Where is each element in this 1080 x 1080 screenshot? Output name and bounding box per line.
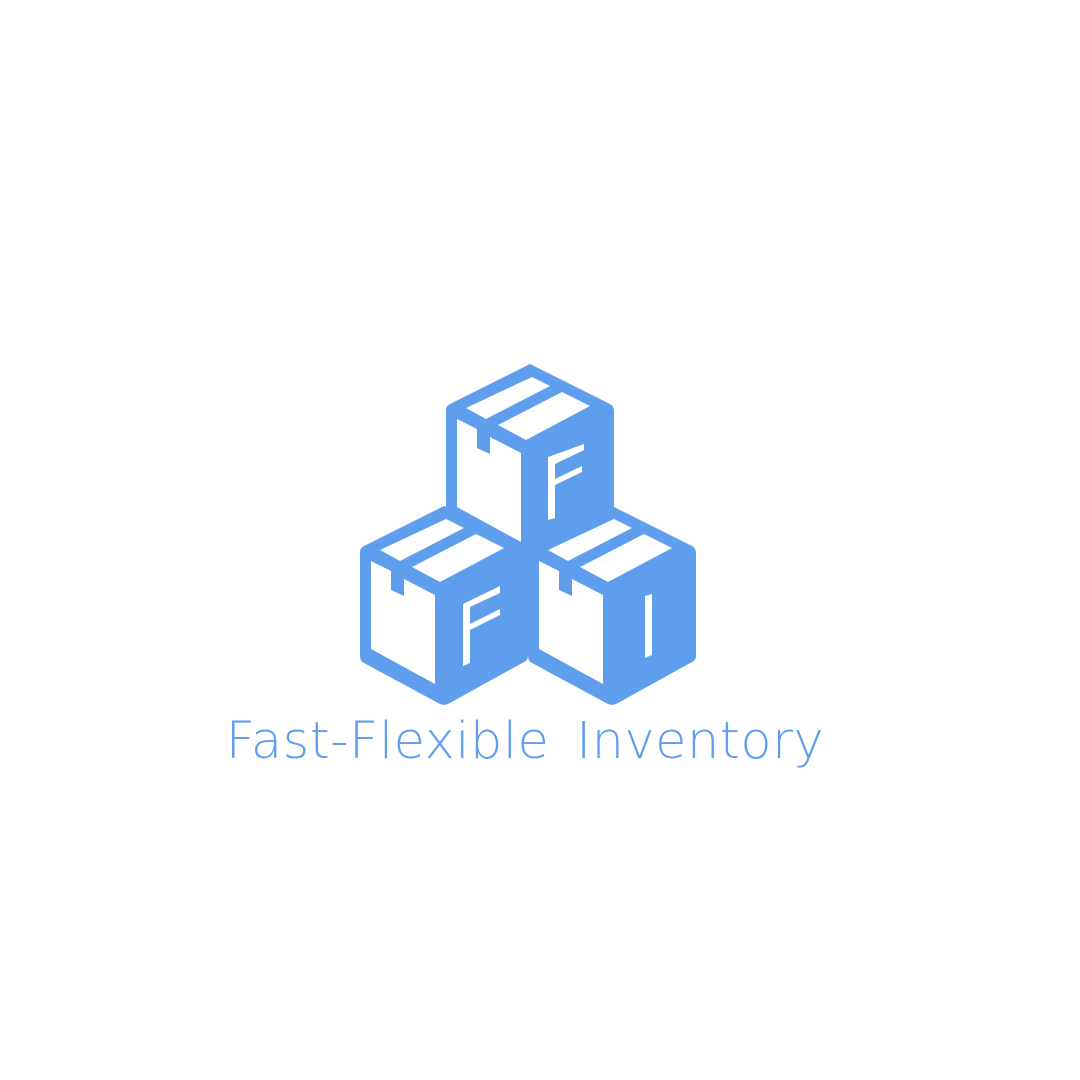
letter-i-right [645,594,652,658]
stacked-boxes-icon [360,364,696,705]
box-left-icon [360,506,528,705]
brand-name: Fast-Flexible Inventory [225,712,825,771]
letter-f-left [463,586,500,666]
box-top-icon [446,364,614,563]
box-right-icon [528,506,696,705]
letter-f-top [548,444,584,520]
